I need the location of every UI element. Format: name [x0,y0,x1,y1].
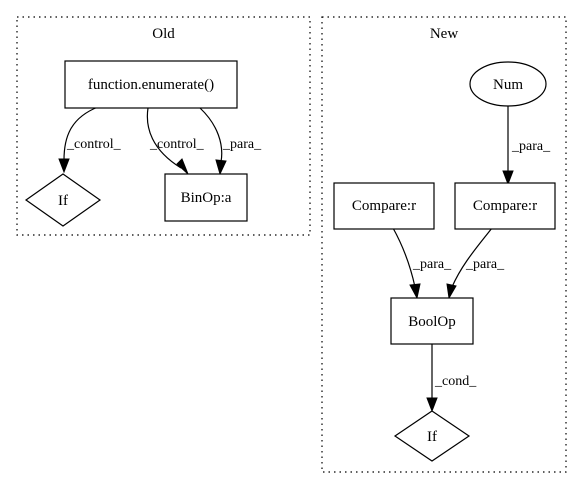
edge-enumerate-to-if: _control_ [58,106,122,174]
node-if-old-label: If [58,193,68,209]
edge-label-boolop-to-if: _cond_ [434,374,477,389]
node-enumerate-label: function.enumerate() [88,77,214,93]
node-boolop: BoolOp [390,297,474,345]
edge-label-compare-right-to-boolop: _para_ [465,257,505,272]
cluster-old: Old [16,16,311,236]
edge-label-enumerate-to-binop-para: _para_ [222,137,262,152]
edge-label-enumerate-to-binop-control: _control_ [149,137,205,152]
node-if-old: If [24,173,102,227]
cluster-new-title: New [430,26,458,42]
edge-compare-left-to-boolop: _para_ [392,227,452,300]
edge-label-num-to-compare: _para_ [511,139,551,154]
node-compare-left: Compare:r [333,182,435,230]
edge-num-to-compare: _para_ [502,105,551,186]
node-binop: BinOp:a [164,173,248,222]
edge-label-compare-left-to-boolop: _para_ [412,257,452,272]
edge-enumerate-to-binop-para: _para_ [199,107,262,176]
edge-compare-right-to-boolop: _para_ [446,227,505,300]
node-compare-right: Compare:r [454,182,556,230]
node-boolop-label: BoolOp [408,314,456,330]
edge-label-enumerate-to-if: _control_ [66,137,122,152]
cluster-new: New [321,16,567,473]
node-binop-label: BinOp:a [181,190,232,206]
node-num-label: Num [493,77,523,93]
edge-boolop-to-if: _cond_ [426,344,477,413]
node-compare-left-label: Compare:r [352,198,416,214]
node-num: Num [469,61,547,107]
node-enumerate: function.enumerate() [64,60,238,109]
node-if-new-label: If [427,429,437,445]
node-compare-right-label: Compare:r [473,198,537,214]
cluster-old-title: Old [152,26,175,42]
edge-enumerate-to-binop-control: _control_ [146,107,205,175]
node-if-new: If [393,410,471,462]
